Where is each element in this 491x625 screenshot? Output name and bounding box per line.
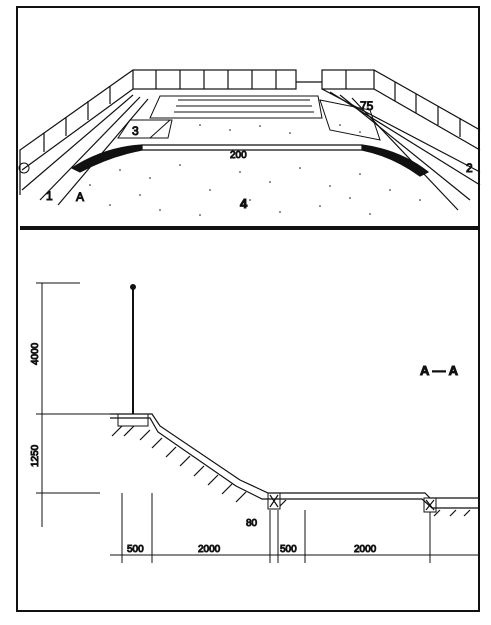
section-view: 4000 1250: [30, 282, 478, 563]
label-two: 2: [466, 161, 473, 175]
front-plane: [20, 144, 478, 230]
vertical-dimensions: [36, 282, 110, 527]
section-title: A — A: [420, 363, 459, 378]
ground-profile: [110, 413, 478, 517]
upper-bed: [117, 95, 381, 141]
horizontal-dimensions: [110, 493, 478, 563]
dim-1250: 1250: [30, 444, 41, 467]
pole: [130, 284, 136, 414]
dim-80: 80: [246, 518, 258, 529]
label-two-hundred: 200: [230, 150, 247, 161]
label-a: A: [76, 190, 84, 204]
dim-4000: 4000: [30, 342, 41, 365]
outer-frame: [16, 6, 480, 612]
dim-500-b: 500: [280, 544, 297, 555]
left-side-wall: [19, 69, 149, 206]
perspective-view: 1 A 3 4 75 2 200: [18, 69, 481, 230]
label-one: 1: [46, 189, 53, 203]
dim-2000-b: 2000: [354, 544, 377, 555]
stipple-texture: [89, 124, 421, 216]
dim-500-a: 500: [127, 544, 144, 555]
label-three: 3: [132, 124, 139, 138]
dim-2000-a: 2000: [198, 544, 221, 555]
label-four: 4: [240, 196, 248, 211]
back-wall: [132, 69, 375, 90]
label-seventy-five: 75: [360, 99, 374, 113]
circle-marker: [18, 162, 30, 174]
right-side-wall: [321, 69, 481, 211]
